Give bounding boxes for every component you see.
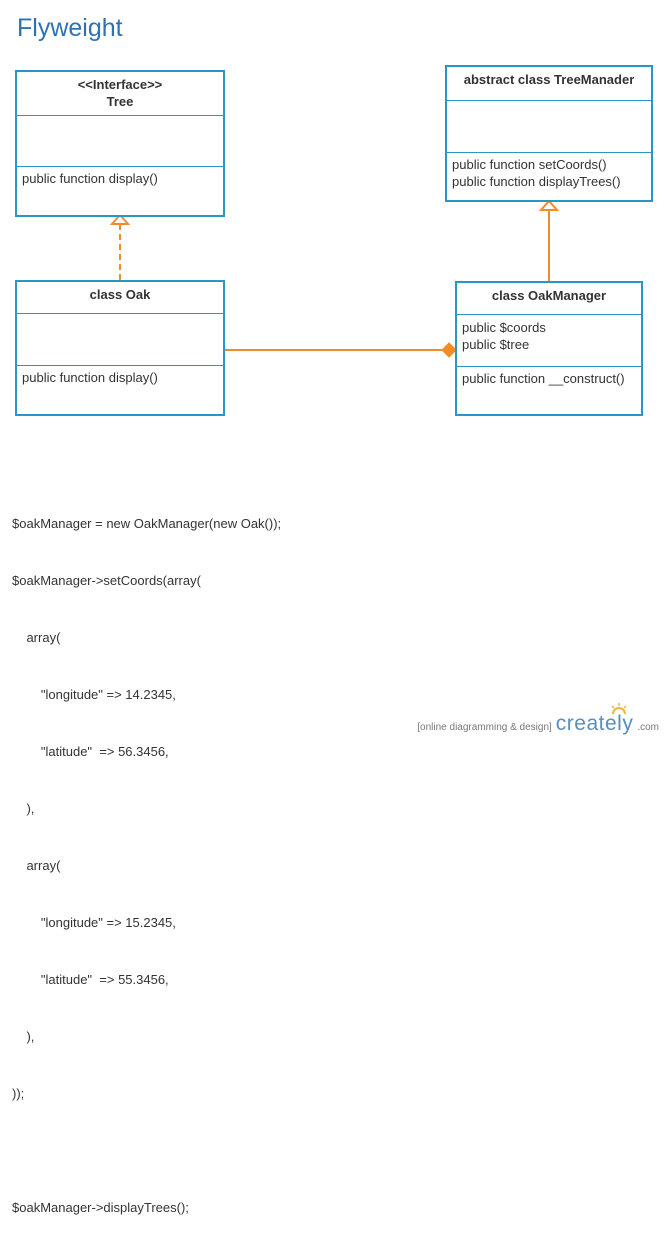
- class-tree-manager-methods: public function setCoords() public funct…: [447, 153, 651, 200]
- method: public function display(): [22, 171, 158, 186]
- method: public function display(): [22, 370, 158, 385]
- sun-icon: [611, 703, 627, 715]
- realization-arrow-icon: [109, 213, 131, 225]
- creately-logo: creately: [555, 712, 634, 735]
- branding-tagline: [online diagramming & design]: [417, 722, 552, 733]
- class-tree-manager-name: abstract class TreeManader: [447, 67, 651, 101]
- class-tree[interactable]: <<Interface>> Tree public function displ…: [15, 70, 225, 217]
- attribute: public $coords: [462, 320, 546, 335]
- code-line: [12, 1141, 281, 1160]
- class-oak-manager-name: class OakManager: [457, 283, 641, 315]
- code-line: "longitude" => 15.2345,: [12, 915, 176, 930]
- class-oak-name: class Oak: [17, 282, 223, 314]
- class-tree-stereotype: <<Interface>>: [77, 77, 163, 92]
- generalization-arrow-icon: [538, 199, 560, 211]
- class-tree-header: <<Interface>> Tree: [17, 72, 223, 116]
- method: public function displayTrees(): [452, 174, 621, 189]
- code-line: $oakManager = new OakManager(new Oak());: [12, 516, 282, 531]
- class-tree-name: Tree: [106, 94, 134, 109]
- method: public function __construct(): [462, 371, 625, 386]
- branding-domain: .com: [637, 722, 659, 733]
- code-line: ));: [12, 1086, 25, 1101]
- code-line: "latitude" => 56.3456,: [12, 744, 169, 759]
- class-oak-attributes: [17, 314, 223, 366]
- diagram-title: Flyweight: [17, 14, 123, 42]
- attribute: public $tree: [462, 337, 530, 352]
- code-line: ),: [12, 801, 35, 816]
- class-oak[interactable]: class Oak public function display(): [15, 280, 225, 416]
- code-line: $oakManager->displayTrees();: [12, 1200, 189, 1215]
- code-line: "longitude" => 14.2345,: [12, 687, 176, 702]
- class-oak-methods: public function display(): [17, 366, 223, 414]
- class-tree-manager-attributes: [447, 101, 651, 153]
- branding[interactable]: [online diagramming & design] creately .…: [417, 712, 659, 736]
- class-tree-methods: public function display(): [17, 167, 223, 215]
- method: public function setCoords(): [452, 157, 607, 172]
- code-line: array(: [12, 630, 61, 645]
- code-sample: $oakManager = new OakManager(new Oak());…: [12, 476, 281, 1236]
- code-line: "latitude" => 55.3456,: [12, 972, 169, 987]
- class-oak-manager[interactable]: class OakManager public $coords public $…: [455, 281, 643, 416]
- class-oak-manager-attributes: public $coords public $tree: [457, 315, 641, 367]
- code-line: ),: [12, 1029, 35, 1044]
- class-tree-attributes: [17, 116, 223, 167]
- composition-diamond-icon: [441, 342, 457, 358]
- class-tree-manager[interactable]: abstract class TreeManader public functi…: [445, 65, 653, 202]
- code-line: array(: [12, 858, 61, 873]
- code-line: $oakManager->setCoords(array(: [12, 573, 201, 588]
- class-oak-manager-methods: public function __construct(): [457, 367, 641, 414]
